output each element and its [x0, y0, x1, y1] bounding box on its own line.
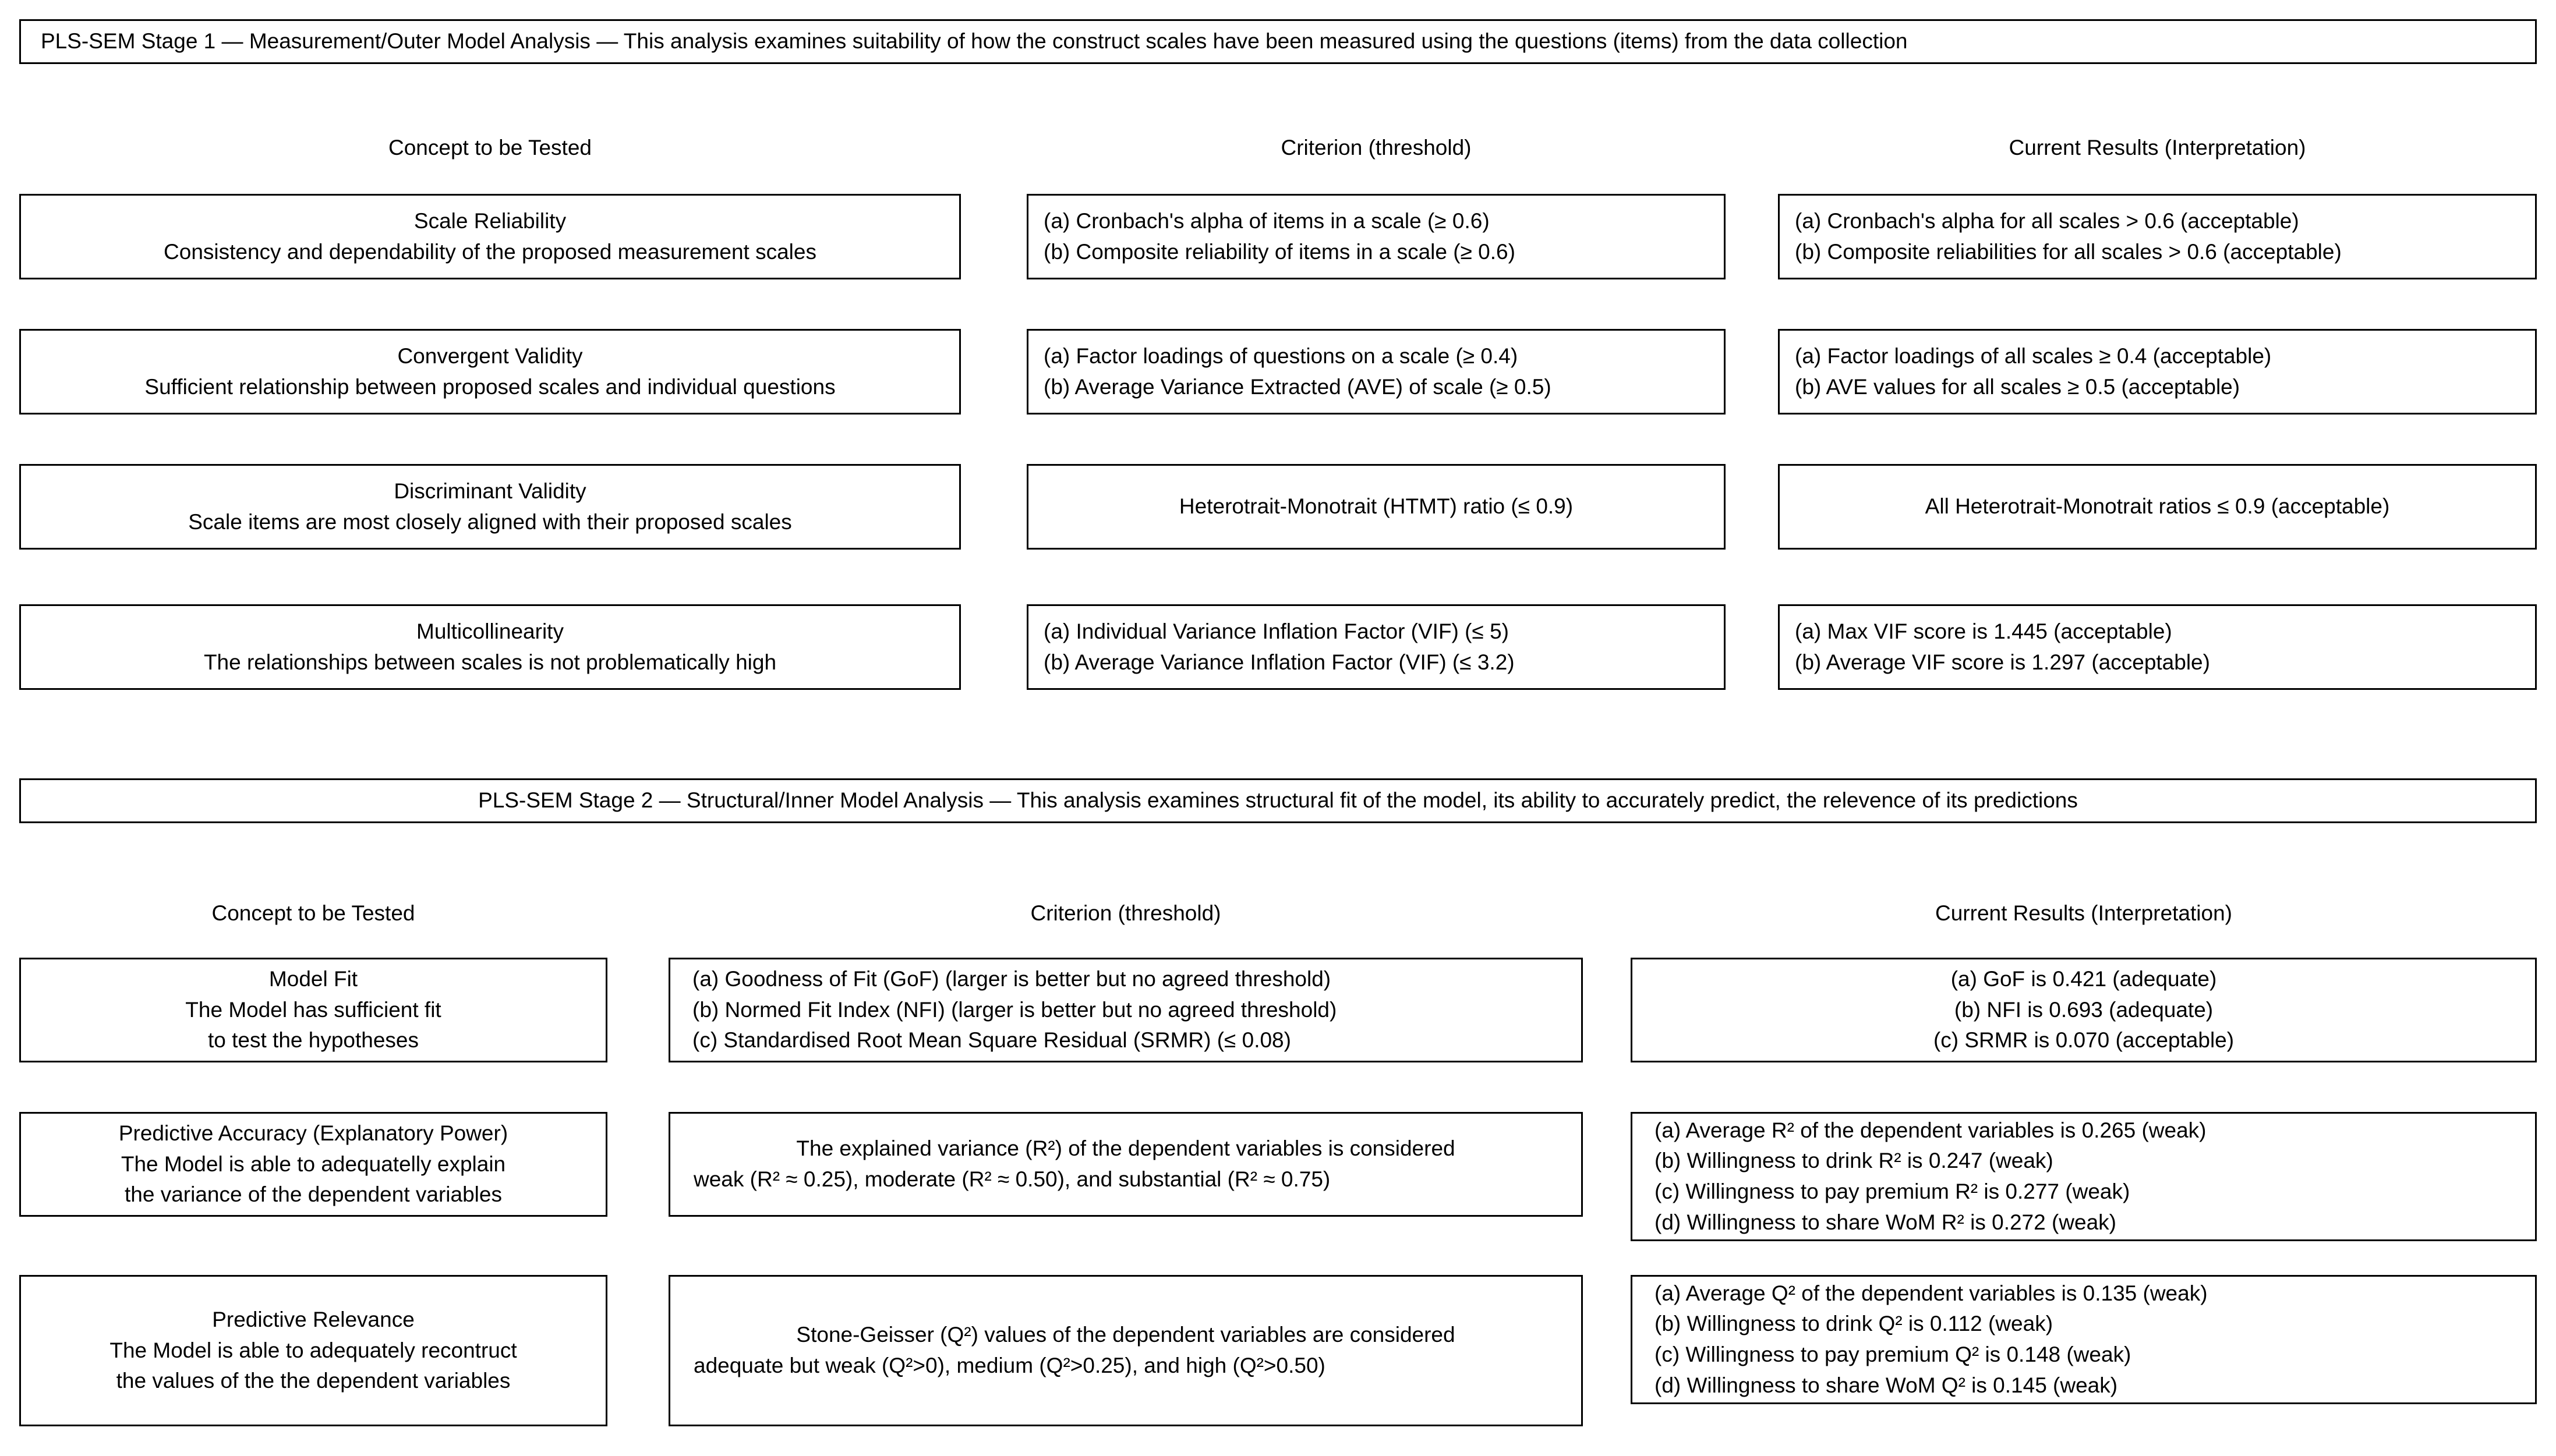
- stage2-header-concept: Concept to be Tested: [211, 901, 415, 925]
- result-line-b: (b) Average VIF score is 1.297 (acceptab…: [1795, 650, 2210, 674]
- stage1-row4-criterion-cell: (a) Individual Variance Inflation Factor…: [1027, 604, 1726, 690]
- criterion-line-c: (c) Standardised Root Mean Square Residu…: [692, 1028, 1291, 1053]
- stage1-row3-concept-cell: Discriminant Validity Scale items are mo…: [19, 464, 961, 550]
- concept-desc-1: The Model has sufficient fit: [185, 997, 441, 1022]
- stage2-banner: PLS-SEM Stage 2 — Structural/Inner Model…: [19, 778, 2537, 823]
- concept-desc: Sufficient relationship between proposed…: [144, 374, 836, 399]
- criterion-line-2: adequate but weak (Q²>0), medium (Q²>0.2…: [694, 1354, 1325, 1377]
- stage1-row3-results-cell: All Heterotrait-Monotrait ratios ≤ 0.9 (…: [1778, 464, 2537, 550]
- stage1-row4-results-cell: (a) Max VIF score is 1.445 (acceptable) …: [1778, 604, 2537, 690]
- criterion-line: Heterotrait-Monotrait (HTMT) ratio (≤ 0.…: [1179, 494, 1574, 519]
- result-line: All Heterotrait-Monotrait ratios ≤ 0.9 (…: [1925, 494, 2390, 519]
- stage1-row1-results-cell: (a) Cronbach's alpha for all scales > 0.…: [1778, 194, 2537, 279]
- concept-desc-2: to test the hypotheses: [207, 1028, 419, 1053]
- concept-desc-1: The Model is able to adequatelly explain: [121, 1152, 506, 1176]
- stage1-header-criterion: Criterion (threshold): [1281, 136, 1472, 160]
- result-line-a: (a) Average Q² of the dependent variable…: [1654, 1281, 2208, 1305]
- result-line-a: (a) Cronbach's alpha for all scales > 0.…: [1795, 208, 2299, 233]
- stage1-row1-criterion-cell: (a) Cronbach's alpha of items in a scale…: [1027, 194, 1726, 279]
- concept-desc-2: the variance of the dependent variables: [125, 1182, 502, 1207]
- criterion-line-b: (b) Average Variance Extracted (AVE) of …: [1044, 374, 1551, 399]
- result-line-a: (a) Max VIF score is 1.445 (acceptable): [1795, 619, 2172, 643]
- concept-title: Predictive Relevance: [212, 1308, 415, 1332]
- result-line-a: (a) Average R² of the dependent variable…: [1654, 1118, 2207, 1142]
- concept-title: Convergent Validity: [397, 343, 583, 368]
- stage1-row1-concept-cell: Scale Reliability Consistency and depend…: [19, 194, 961, 279]
- result-line-d: (d) Willingness to share WoM R² is 0.272…: [1654, 1210, 2117, 1234]
- stage2-row3-criterion-cell: Stone-Geisser (Q²) values of the depende…: [669, 1275, 1583, 1426]
- result-line-a: (a) Factor loadings of all scales ≥ 0.4 …: [1795, 343, 2272, 368]
- stage2-row2-results-cell: (a) Average R² of the dependent variable…: [1631, 1112, 2537, 1241]
- concept-desc-1: The Model is able to adequately recontru…: [109, 1338, 517, 1362]
- stage2-row1-criterion-cell: (a) Goodness of Fit (GoF) (larger is bet…: [669, 958, 1583, 1062]
- stage2-row3-concept-cell: Predictive Relevance The Model is able t…: [19, 1275, 607, 1426]
- result-line-d: (d) Willingness to share WoM Q² is 0.145…: [1654, 1373, 2118, 1397]
- concept-desc: Scale items are most closely aligned wit…: [188, 509, 792, 534]
- stage1-header-concept: Concept to be Tested: [388, 136, 592, 160]
- criterion-line-b: (b) Normed Fit Index (NFI) (larger is be…: [692, 997, 1337, 1022]
- concept-title: Scale Reliability: [413, 208, 567, 233]
- result-line-b: (b) Willingness to drink Q² is 0.112 (we…: [1654, 1312, 2053, 1336]
- result-line-b: (b) Willingness to drink R² is 0.247 (we…: [1654, 1149, 2053, 1173]
- stage2-row2-concept-cell: Predictive Accuracy (Explanatory Power) …: [19, 1112, 607, 1217]
- concept-desc-2: the values of the the dependent variable…: [116, 1369, 511, 1393]
- criterion-line-a: (a) Individual Variance Inflation Factor…: [1044, 619, 1509, 643]
- stage1-row4-concept-cell: Multicollinearity The relationships betw…: [19, 604, 961, 690]
- result-line-a: (a) GoF is 0.421 (adequate): [1950, 967, 2217, 991]
- criterion-line-b: (b) Composite reliability of items in a …: [1044, 239, 1515, 264]
- concept-title: Discriminant Validity: [394, 479, 586, 503]
- stage2-header-criterion: Criterion (threshold): [1030, 901, 1221, 925]
- concept-desc: Consistency and dependability of the pro…: [164, 239, 816, 264]
- result-line-c: (c) SRMR is 0.070 (acceptable): [1933, 1028, 2235, 1053]
- stage2-banner-text: PLS-SEM Stage 2 — Structural/Inner Model…: [478, 788, 2078, 813]
- result-line-c: (c) Willingness to pay premium R² is 0.2…: [1654, 1179, 2130, 1203]
- stage2-row1-results-cell: (a) GoF is 0.421 (adequate) (b) NFI is 0…: [1631, 958, 2537, 1062]
- stage1-row2-concept-cell: Convergent Validity Sufficient relations…: [19, 329, 961, 415]
- stage2-row1-concept-cell: Model Fit The Model has sufficient fit t…: [19, 958, 607, 1062]
- criterion-line-1: Stone-Geisser (Q²) values of the depende…: [796, 1323, 1455, 1347]
- stage2-header-results: Current Results (Interpretation): [1935, 901, 2232, 925]
- result-line-b: (b) Composite reliabilities for all scal…: [1795, 239, 2342, 264]
- stage1-row2-criterion-cell: (a) Factor loadings of questions on a sc…: [1027, 329, 1726, 415]
- stage2-row3-results-cell: (a) Average Q² of the dependent variable…: [1631, 1275, 2537, 1404]
- stage2-row2-criterion-cell: The explained variance (R²) of the depen…: [669, 1112, 1583, 1217]
- criterion-line-1: The explained variance (R²) of the depen…: [796, 1136, 1455, 1161]
- stage1-row3-criterion-cell: Heterotrait-Monotrait (HTMT) ratio (≤ 0.…: [1027, 464, 1726, 550]
- concept-desc: The relationships between scales is not …: [203, 650, 777, 674]
- result-line-b: (b) AVE values for all scales ≥ 0.5 (acc…: [1795, 374, 2240, 399]
- concept-title: Multicollinearity: [416, 619, 564, 643]
- concept-title: Predictive Accuracy (Explanatory Power): [118, 1121, 508, 1146]
- criterion-line-a: (a) Factor loadings of questions on a sc…: [1044, 343, 1518, 368]
- stage1-banner: PLS-SEM Stage 1 — Measurement/Outer Mode…: [19, 19, 2537, 64]
- criterion-line-a: (a) Goodness of Fit (GoF) (larger is bet…: [692, 967, 1331, 991]
- result-line-b: (b) NFI is 0.693 (adequate): [1954, 997, 2214, 1022]
- concept-title: Model Fit: [268, 967, 358, 991]
- stage1-banner-text: PLS-SEM Stage 1 — Measurement/Outer Mode…: [41, 29, 1908, 54]
- stage1-row2-results-cell: (a) Factor loadings of all scales ≥ 0.4 …: [1778, 329, 2537, 415]
- criterion-line-a: (a) Cronbach's alpha of items in a scale…: [1044, 208, 1490, 233]
- criterion-line-2: weak (R² ≈ 0.25), moderate (R² ≈ 0.50), …: [694, 1167, 1331, 1191]
- criterion-line-b: (b) Average Variance Inflation Factor (V…: [1044, 650, 1515, 674]
- stage1-header-results: Current Results (Interpretation): [2009, 136, 2306, 160]
- result-line-c: (c) Willingness to pay premium Q² is 0.1…: [1654, 1342, 2131, 1366]
